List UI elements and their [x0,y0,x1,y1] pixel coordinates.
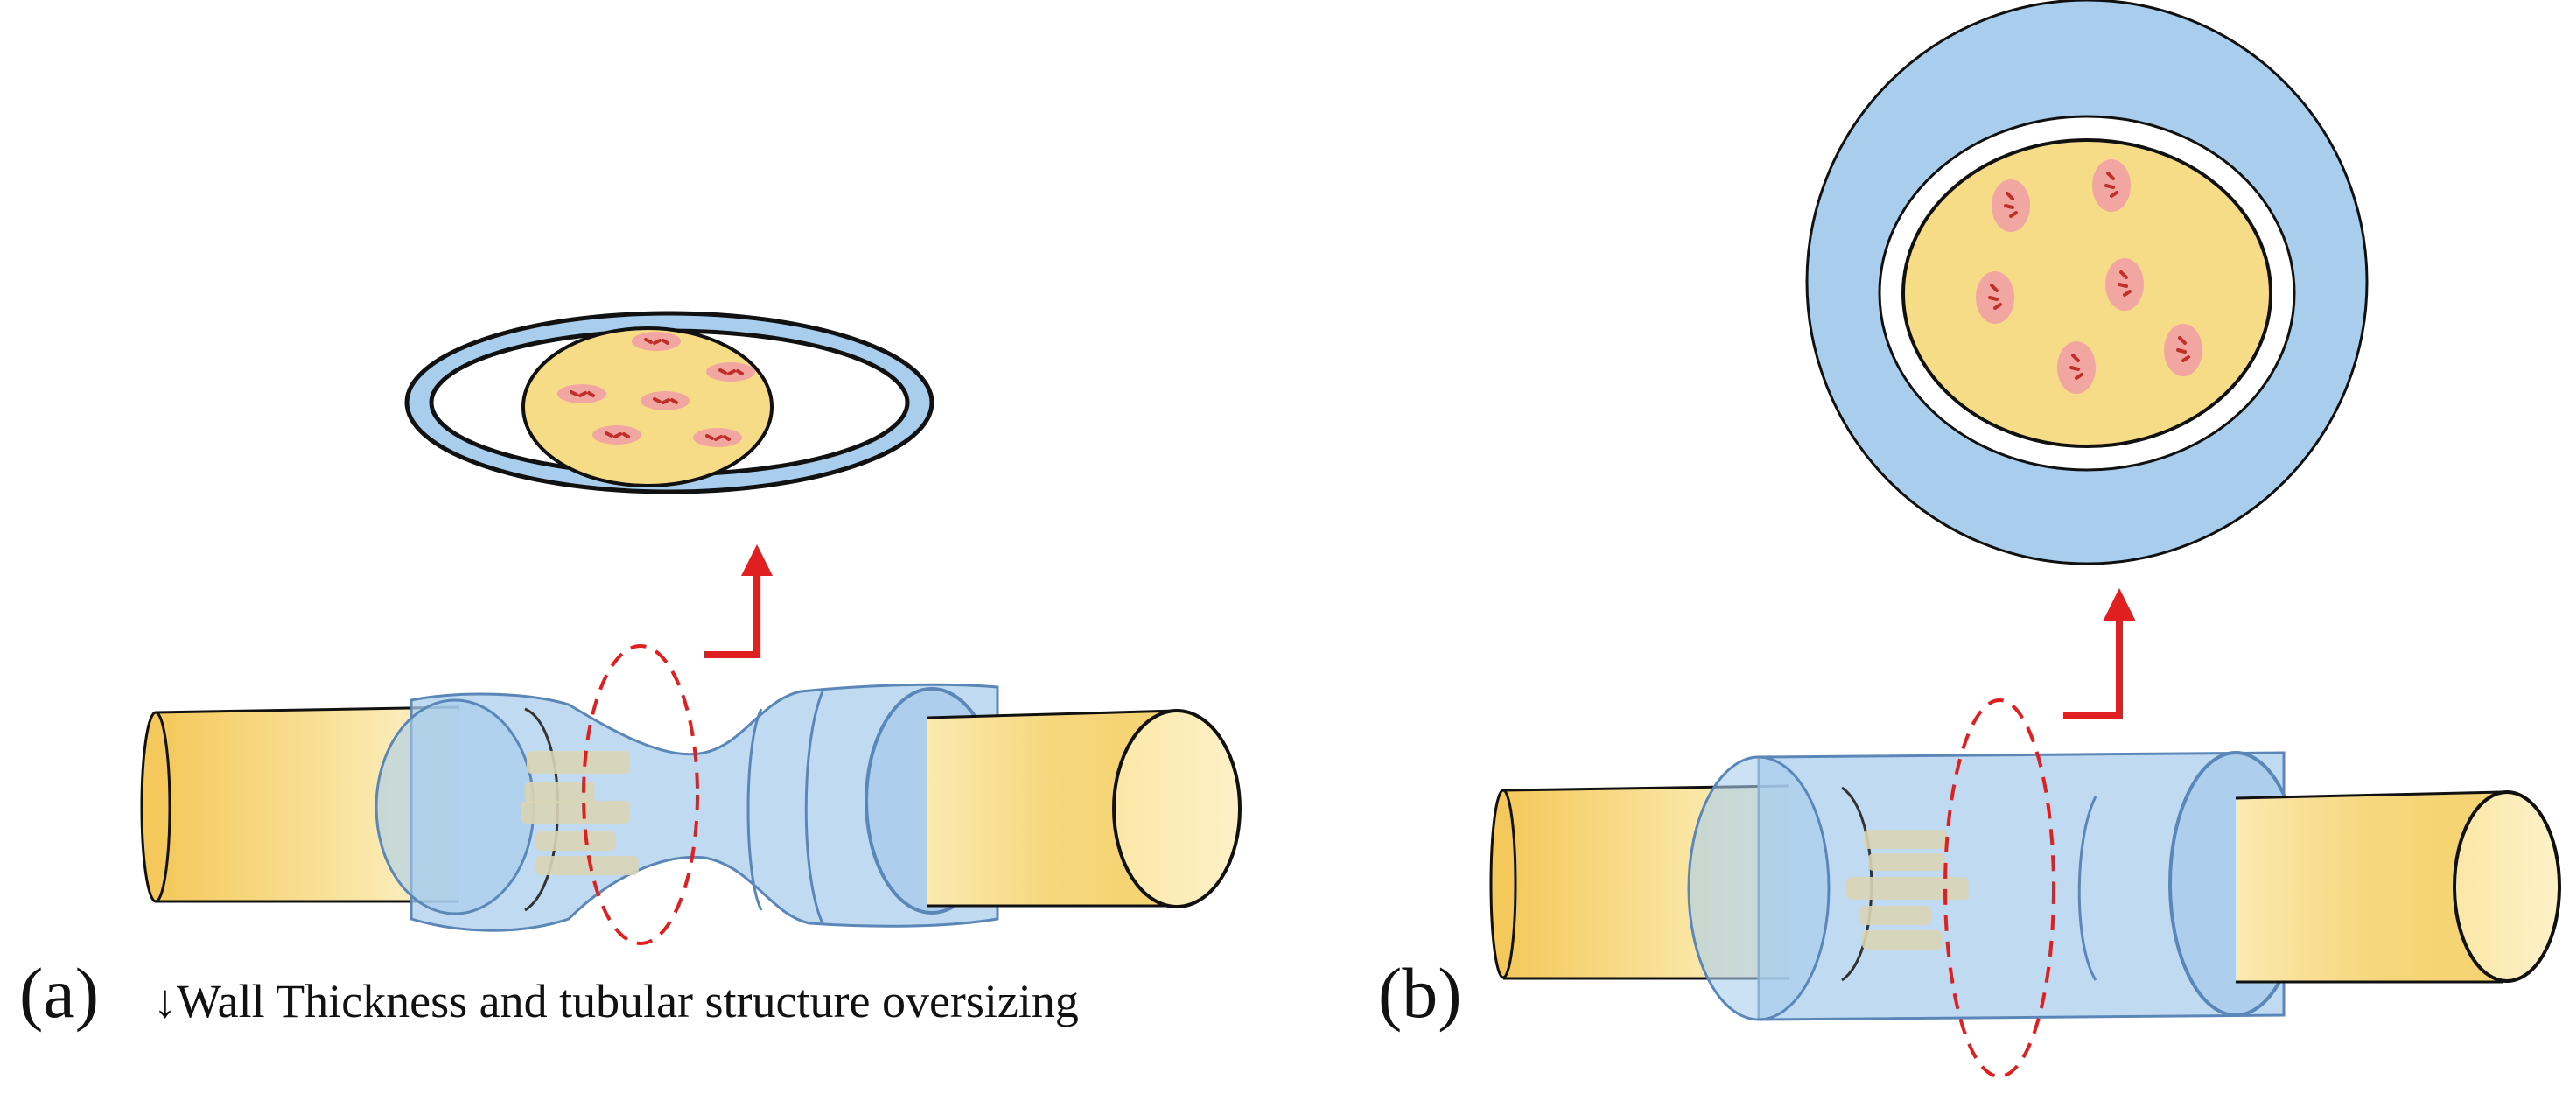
fascicle [632,332,681,351]
panel-caption-a: ↓Wall Thickness and tubular structure ov… [153,975,1079,1027]
nerve-end-face-a [1112,709,1242,908]
up-arrow-b [2063,588,2136,719]
nerve-stump-right-b [2168,751,2561,1017]
fascicle [2092,159,2131,212]
fascicle [1976,271,2014,324]
fascicle [706,362,755,382]
axon-sprout [1846,877,1969,900]
fascicle [640,391,690,410]
axon-sprout [536,831,616,851]
conduit-tube-b [1687,751,2286,1021]
fascicle-group-a [557,332,755,447]
conduit-opening-left-b [1687,755,1830,1021]
fascicle [592,425,641,445]
panel-label-a: (a) [19,953,99,1033]
fascicle [2164,324,2202,376]
cross-section-a [404,311,934,494]
axon-sprout [536,856,639,875]
fascicle [693,428,742,447]
axon-sprout [525,782,595,803]
up-arrow-a [704,544,773,658]
cross-section-marker-b [1943,698,2055,1078]
axon-sprout [1859,906,1931,925]
fascicle [557,384,606,403]
axon-sprout [527,751,630,774]
axon-sprout [1864,830,1947,849]
fascicle [1992,179,2030,232]
conduit-opening-left-a [374,698,536,915]
fascicle [2105,258,2144,311]
axon-sprout [1868,853,1945,871]
panel-label-b: (b) [1378,953,1462,1033]
cross-section-marker-a [582,644,699,945]
regenerating-fibers-b [1846,830,1969,950]
nerve-stump-right-a [864,687,1242,915]
panel-b: (b) [1378,0,2561,1078]
fascicle [2057,341,2096,394]
nerve-cross-section-b [1901,138,2272,448]
nerve-end-face-b [2453,790,2561,983]
axon-sprout [1862,930,1942,950]
axon-sprout [521,801,630,824]
regenerating-fibers-a [521,751,639,875]
panel-a: (a) ↓Wall Thickness and tubular structur… [19,311,1242,1033]
cross-section-b [1805,0,2369,565]
fascicle-group-b [1976,159,2202,394]
